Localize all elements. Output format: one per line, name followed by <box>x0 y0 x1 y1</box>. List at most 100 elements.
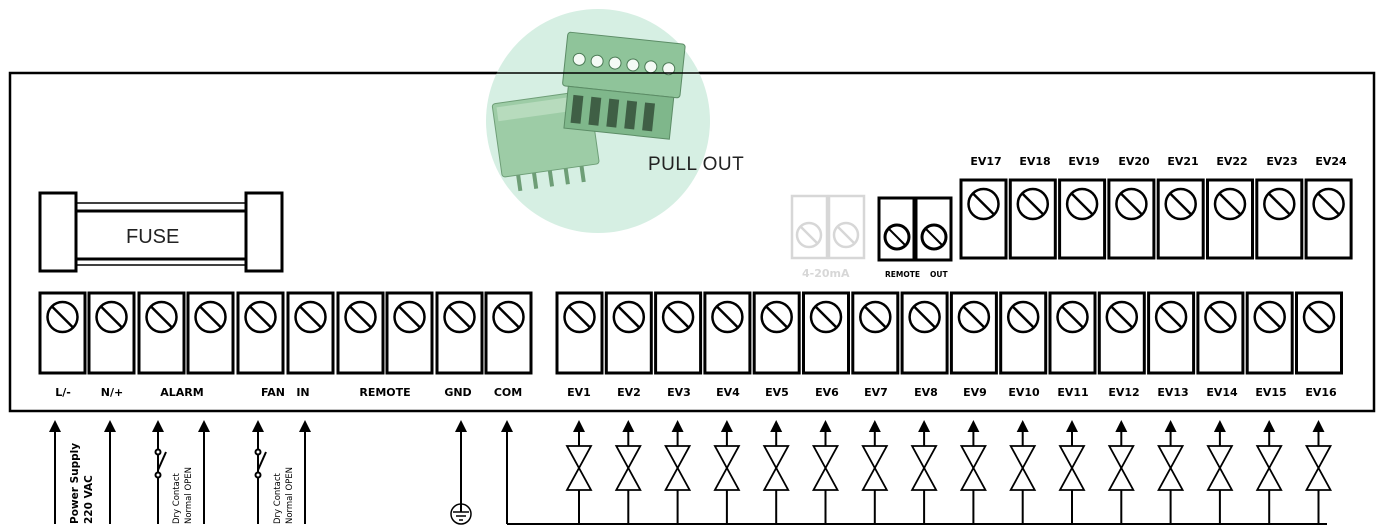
valve-ev8 <box>910 420 938 524</box>
label-ev4: EV4 <box>716 386 740 399</box>
valve-ev5 <box>762 420 790 524</box>
terminal-alarm-a <box>137 291 186 375</box>
label-ev24: EV24 <box>1315 155 1347 168</box>
terminal-ev19 <box>1058 178 1107 260</box>
terminal-ev21 <box>1156 178 1205 260</box>
terminal-n <box>87 291 136 375</box>
terminal-ev12 <box>1097 291 1146 375</box>
analog-4-20ma-label: 4-20mA <box>802 267 850 280</box>
label-ev17: EV17 <box>970 155 1001 168</box>
terminal-l <box>38 291 87 375</box>
label-ev15: EV15 <box>1255 386 1286 399</box>
label-line: L/- <box>55 386 71 399</box>
fan-dry-contact-switch <box>254 448 267 479</box>
terminal-ev14 <box>1196 291 1245 375</box>
valve-ev15 <box>1255 420 1283 524</box>
label-gnd: GND <box>444 386 471 399</box>
valve-ev4 <box>713 420 741 524</box>
fuse <box>38 191 284 273</box>
label-ev20: EV20 <box>1118 155 1150 168</box>
ground-icon <box>450 503 472 525</box>
terminal-ev5 <box>752 291 801 375</box>
external-wiring <box>49 420 1327 525</box>
terminal-remote-a <box>336 291 385 375</box>
label-com: COM <box>494 386 522 399</box>
terminal-ev4 <box>703 291 752 375</box>
bottom-terminal-labels: EV1 EV2 EV3 EV4 EV5 EV6 EV7 EV8 EV9 EV10… <box>567 386 1337 399</box>
terminal-ev23 <box>1255 178 1304 260</box>
terminal-ev13 <box>1147 291 1196 375</box>
terminal-ev3 <box>654 291 703 375</box>
terminal-ev7 <box>851 291 900 375</box>
remote-terminal-label: REMOTE <box>885 270 920 279</box>
label-ev22: EV22 <box>1216 155 1247 168</box>
terminal-ev9 <box>949 291 998 375</box>
terminal-ev11 <box>1048 291 1097 375</box>
fan-contact-line1: Dry Contact <box>273 472 283 524</box>
terminal-ev18 <box>1008 178 1057 260</box>
label-alarm: ALARM <box>160 386 203 399</box>
label-ev18: EV18 <box>1019 155 1050 168</box>
label-ev6: EV6 <box>815 386 839 399</box>
left-terminal-block <box>38 291 533 375</box>
label-in: IN <box>296 386 309 399</box>
label-ev13: EV13 <box>1157 386 1188 399</box>
terminal-ev1 <box>555 291 604 375</box>
valve-ev6 <box>811 420 840 524</box>
valve-ev3 <box>664 420 692 524</box>
terminal-ev16 <box>1295 291 1343 375</box>
top-terminal-block-ev17-ev24 <box>959 178 1353 260</box>
label-ev1: EV1 <box>567 386 591 399</box>
valve-ev7 <box>861 420 889 524</box>
valve-ev13 <box>1157 420 1185 524</box>
label-ev21: EV21 <box>1167 155 1198 168</box>
terminal-ev8 <box>900 291 949 375</box>
alarm-contact-line2: Normal OPEN <box>184 467 194 524</box>
fan-contact-line2: Normal OPEN <box>285 467 295 524</box>
valve-ev9 <box>959 420 987 524</box>
valve-ev10 <box>1009 420 1037 524</box>
terminal-remote-b <box>385 291 434 375</box>
solenoid-valves <box>565 420 1333 524</box>
label-ev23: EV23 <box>1266 155 1297 168</box>
power-supply-line2: 220 VAC <box>83 475 95 524</box>
power-supply-line1: Power Supply <box>69 443 81 524</box>
terminal-ev6 <box>802 291 850 375</box>
left-terminal-labels: L/- N/+ ALARM FAN IN REMOTE GND COM <box>55 386 522 399</box>
label-ev11: EV11 <box>1057 386 1088 399</box>
top-terminal-labels: EV17 EV18 EV19 EV20 EV21 EV22 EV23 EV24 <box>970 155 1347 168</box>
label-ev3: EV3 <box>667 386 691 399</box>
label-ev7: EV7 <box>864 386 888 399</box>
label-ev5: EV5 <box>765 386 789 399</box>
label-ev19: EV19 <box>1068 155 1099 168</box>
label-fan: FAN <box>261 386 285 399</box>
label-ev9: EV9 <box>963 386 987 399</box>
terminal-ev15 <box>1245 291 1294 375</box>
label-ev12: EV12 <box>1108 386 1139 399</box>
label-neutral: N/+ <box>101 386 123 399</box>
terminal-gnd <box>435 291 484 375</box>
analog-terminal-block <box>790 194 866 260</box>
label-ev10: EV10 <box>1008 386 1040 399</box>
terminal-ev24 <box>1304 178 1353 260</box>
valve-ev1 <box>565 420 593 524</box>
out-terminal-label: OUT <box>930 270 948 279</box>
label-ev8: EV8 <box>914 386 938 399</box>
valve-ev16 <box>1304 420 1333 524</box>
label-ev14: EV14 <box>1206 386 1238 399</box>
terminal-in <box>286 291 335 375</box>
terminal-ev17 <box>959 178 1008 260</box>
bottom-terminal-block-ev1-ev16 <box>555 291 1343 375</box>
terminal-fan <box>236 291 285 375</box>
fuse-label: FUSE <box>126 226 179 248</box>
pull-out-connector-illustration <box>486 9 710 233</box>
remote-out-terminal-block <box>877 196 953 262</box>
valve-ev11 <box>1058 420 1086 524</box>
valve-ev14 <box>1206 420 1234 524</box>
pull-out-label: PULL OUT <box>648 154 744 175</box>
terminal-com <box>484 291 533 375</box>
terminal-ev10 <box>999 291 1048 375</box>
label-ev2: EV2 <box>617 386 641 399</box>
valve-ev12 <box>1107 420 1135 524</box>
